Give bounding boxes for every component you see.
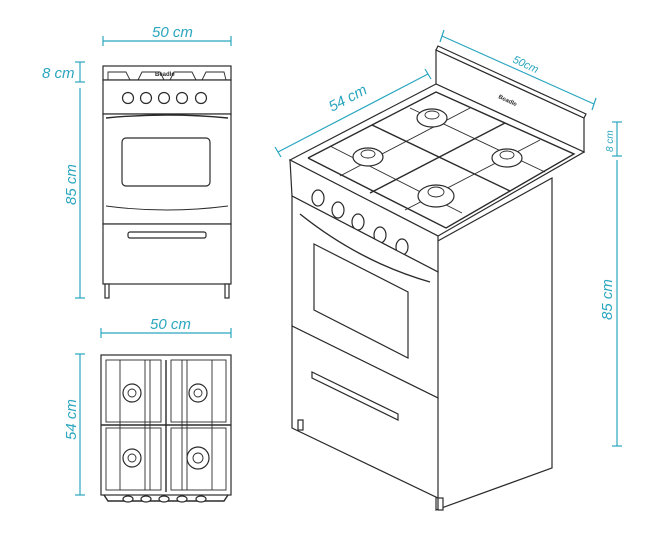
isometric-view: Beadle xyxy=(274,29,622,511)
knob-icon xyxy=(175,91,189,105)
front-backguard-label: 8 cm xyxy=(42,65,75,82)
top-width-label: 50 cm xyxy=(150,316,191,333)
iso-foot xyxy=(437,497,444,511)
front-height-label: 85 cm xyxy=(63,164,80,205)
burner-icon xyxy=(417,184,455,208)
iso-backguard-top xyxy=(435,45,587,119)
burner-cap xyxy=(192,452,204,464)
knob-icon xyxy=(121,91,135,105)
top-grates xyxy=(101,359,231,492)
front-brand-label: Beadle xyxy=(155,72,175,78)
knob-icon xyxy=(194,91,208,105)
front-width-label: 50 cm xyxy=(152,24,193,41)
knob-icon xyxy=(157,91,171,105)
iso-backguard-label: 8 cm xyxy=(605,130,616,152)
iso-width-dimline xyxy=(441,35,595,105)
knob-icon xyxy=(139,91,153,105)
top-depth-label: 54 cm xyxy=(63,399,80,440)
iso-oven-window xyxy=(313,243,409,359)
iso-depth-label: 54 cm xyxy=(326,81,370,115)
front-door-bottom-edge xyxy=(105,205,229,211)
front-oven-window xyxy=(121,137,211,187)
knob-icon xyxy=(331,201,345,219)
burner-icon xyxy=(186,446,210,470)
front-foot-right xyxy=(224,283,230,299)
burner-icon xyxy=(491,148,523,168)
burner-icon xyxy=(416,108,448,128)
front-drawer-handle xyxy=(127,231,207,239)
front-grates xyxy=(107,71,227,81)
knob-icon xyxy=(311,189,325,207)
iso-burners xyxy=(352,108,523,208)
front-foot-left xyxy=(104,283,110,299)
burner-icon xyxy=(352,147,384,167)
top-burners xyxy=(122,383,210,470)
dim-tick xyxy=(439,29,445,43)
burner-cap xyxy=(127,453,137,463)
front-oven-handle xyxy=(105,114,229,119)
burner-cap xyxy=(193,388,203,398)
iso-depth-dimline xyxy=(277,73,429,153)
front-view: Beadle 50 cm 8 cm 85 xyxy=(42,24,232,299)
iso-oven-handle xyxy=(299,213,431,283)
burner-icon xyxy=(122,448,142,468)
burner-cap xyxy=(127,388,137,398)
burner-icon xyxy=(122,383,142,403)
iso-height-label: 85 cm xyxy=(599,279,616,320)
burner-icon xyxy=(188,383,208,403)
top-knobs xyxy=(122,495,207,503)
iso-foot xyxy=(297,419,304,431)
front-knobs xyxy=(121,91,208,105)
dim-tick xyxy=(274,146,282,158)
dim-tick xyxy=(424,68,432,80)
top-view: 50 cm 54 cm xyxy=(63,316,232,503)
dim-tick xyxy=(591,97,597,111)
iso-drawer-handle xyxy=(311,371,399,421)
